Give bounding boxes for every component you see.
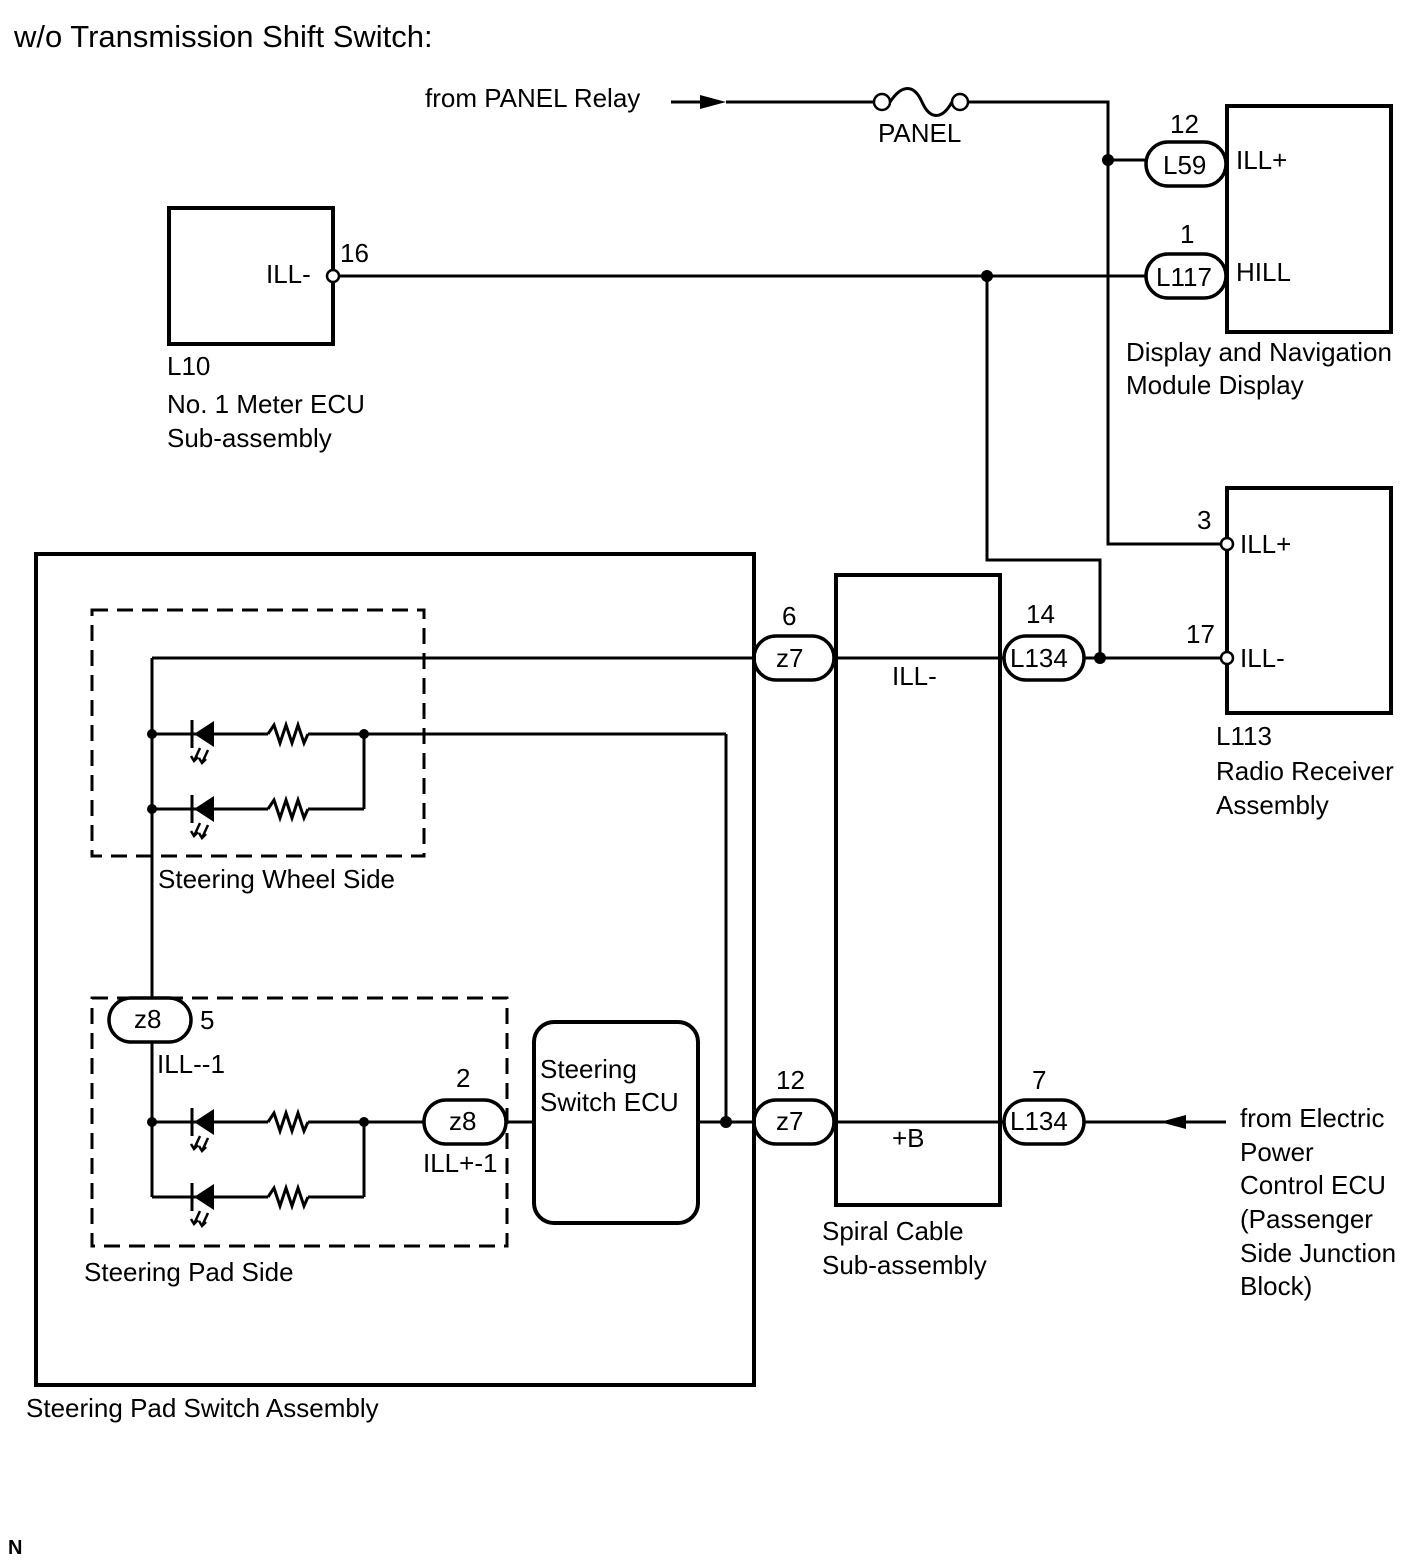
z8-terminal-ill-plus-1: ILL+-1 [423,1148,497,1178]
steering-switch-ecu-box [532,1020,700,1225]
connector-z7-lower-label: z7 [776,1106,803,1136]
resistor-icon [266,723,310,745]
input-arrow-icon [671,95,726,109]
epc-source-line2: Power [1240,1137,1314,1167]
radio-terminal-pin-3 [1219,536,1235,552]
meter-ecu-name-line1: No. 1 Meter ECU [167,389,365,419]
led-icon [189,1106,216,1153]
connector-l134-lower-label: L134 [1010,1106,1068,1136]
connector-z7-upper-label: z7 [776,643,803,673]
steering-pad-switch-assembly-box [34,552,756,1387]
connector-l59-label: L59 [1163,150,1206,180]
display-terminal-hill: HILL [1236,257,1291,287]
panel-relay-source-label: from PANEL Relay [425,83,640,113]
diagram-title: w/o Transmission Shift Switch: [13,19,433,54]
display-module-name-line2: Module Display [1126,370,1304,400]
radio-terminal-ill-minus: ILL- [1240,643,1285,673]
footer-mark: N [8,1537,22,1559]
input-arrow-icon [1160,1115,1186,1129]
resistor-icon [266,1111,310,1133]
meter-ecu-terminal-pin [325,268,341,284]
epc-source-line5: Side Junction [1240,1238,1396,1268]
connector-l117-label: L117 [1156,262,1212,292]
panel-fuse-icon [872,87,970,117]
resistor-icon [266,798,310,820]
z8-pin-2: 2 [456,1063,470,1093]
connector-l59 [1144,140,1228,188]
radio-receiver-code: L113 [1216,721,1272,751]
radio-receiver-name-line1: Radio Receiver [1216,756,1394,786]
connector-z8-right-label: z8 [449,1106,476,1136]
resistor-icon [266,1186,310,1208]
meter-ecu-code: L10 [167,351,210,381]
led-icon [189,718,216,765]
meter-ecu-terminal-ill-minus: ILL- [266,259,311,289]
display-pin-1: 1 [1180,219,1194,249]
steering-wheel-side-label: Steering Wheel Side [158,864,395,894]
steering-pad-switch-assembly-label: Steering Pad Switch Assembly [26,1393,379,1423]
z7-pin-6: 6 [782,601,796,631]
l134-pin-7: 7 [1032,1065,1046,1095]
connector-l134-lower [1002,1098,1086,1146]
radio-terminal-pin-17 [1219,650,1235,666]
epc-source-line1: from Electric [1240,1103,1384,1133]
meter-ecu-pin-16: 16 [340,238,369,268]
epc-source-line6: Block) [1240,1271,1312,1301]
epc-source-line3: Control ECU [1240,1170,1386,1200]
z8-terminal-ill-1: ILL--1 [157,1049,225,1079]
connector-l134-upper [1002,634,1086,682]
connector-z8-left-label: z8 [134,1004,161,1034]
display-pin-12: 12 [1170,109,1199,139]
steering-switch-ecu-line2: Switch ECU [540,1087,679,1117]
led-icon [189,793,216,840]
spiral-cable-name-line2: Sub-assembly [822,1250,987,1280]
display-module-name-line1: Display and Navigation [1126,337,1392,367]
l134-pin-14: 14 [1026,599,1055,629]
z7-pin-12: 12 [776,1065,805,1095]
spiral-cable-box [834,573,1002,1207]
display-navigation-module-box [1225,104,1393,334]
epc-source-line4: (Passenger [1240,1204,1373,1234]
spiral-signal-ill-minus: ILL- [892,661,937,691]
display-terminal-ill-plus: ILL+ [1236,145,1287,175]
radio-pin-17: 17 [1186,619,1215,649]
meter-ecu-name-line2: Sub-assembly [167,423,332,453]
panel-fuse-label: PANEL [878,118,961,148]
radio-receiver-name-line2: Assembly [1216,790,1329,820]
led-icon [189,1181,216,1228]
radio-receiver-box [1225,486,1393,715]
connector-l134-upper-label: L134 [1010,643,1068,673]
radio-terminal-ill-plus: ILL+ [1240,529,1291,559]
spiral-signal-plus-b: +B [892,1123,925,1153]
spiral-cable-name-line1: Spiral Cable [822,1216,964,1246]
connector-z8-left [107,996,193,1044]
steering-pad-side-label: Steering Pad Side [84,1257,294,1287]
z8-pin-5: 5 [200,1005,214,1035]
radio-pin-3: 3 [1197,505,1211,535]
steering-switch-ecu-line1: Steering [540,1054,637,1084]
